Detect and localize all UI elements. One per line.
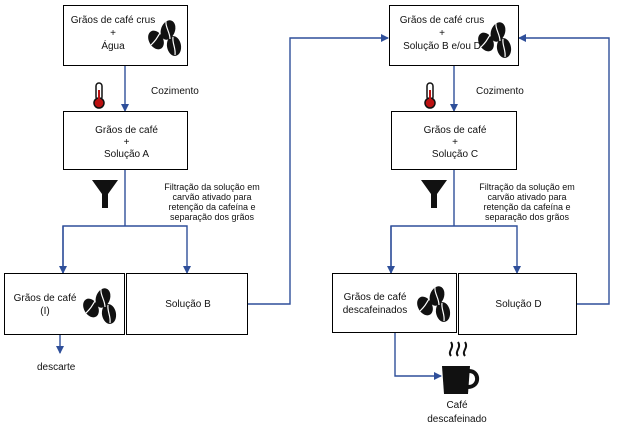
box-label: Solução C [431,149,479,160]
arrow-right-to-cup [394,333,442,380]
right-beans-solution-c-box: Grãos de café + Solução C [391,111,517,170]
thermometer-icon [424,82,436,109]
box-label: Solução D [495,299,542,310]
filter-line: separação dos grãos [484,212,570,222]
right-filter-description: Filtração da solução em carvão ativado p… [462,182,592,222]
solution-d-box: Solução D [458,273,577,335]
funnel-icon [92,180,118,208]
box-label: Grãos de café [343,292,407,303]
box-label: Grãos de café [13,293,77,304]
coffee-beans-icon [417,286,451,322]
box-label: Grãos de café crus [70,15,156,26]
filter-line: retenção da cafeína e [168,202,256,212]
funnel-icon [421,180,447,208]
arrow-solution-b-recycle [248,34,389,305]
coffee-beans-icon [83,288,117,324]
filter-line: carvão ativado para [172,192,252,202]
box-label: Solução A [103,149,150,160]
steam-icon [448,341,468,357]
plus-sign: + [452,137,458,148]
box-label: descafeinados [342,305,408,316]
left-raw-beans-water-box: Grãos de café crus + Água [63,5,188,66]
thermometer-icon [93,82,105,109]
coffee-cup-icon [442,366,480,394]
decaf-coffee-label: Café [446,400,468,411]
box-label: Grãos de café crus [399,15,485,26]
filter-line: Filtração da solução em [479,182,575,192]
coffee-beans-icon [148,20,182,56]
filter-line: separação dos grãos [169,212,255,222]
arrow-solution-d-recycle [518,34,610,305]
filter-line: carvão ativado para [487,192,567,202]
cooking-label: Cozimento [476,86,524,97]
discard-label: descarte [37,362,76,373]
box-label: Solução B [165,299,211,310]
cooking-label: Cozimento [151,86,199,97]
box-label: Solução B e/ou D [403,41,481,52]
filter-line: Filtração da solução em [164,182,260,192]
left-beans-solution-a-box: Grãos de café + Solução A [63,111,188,170]
solution-b-box: Solução B [126,273,248,335]
box-label: Grãos de café [95,125,158,136]
arrow-left-split [62,225,191,274]
decaf-beans-box: Grãos de café descafeinados [332,273,457,333]
coffee-beans-icon [478,22,512,58]
left-filter-description: Filtração da solução em carvão ativado p… [147,182,277,222]
box-label: (I) [40,306,50,317]
box-label: Água [101,41,125,52]
filter-line: retenção da cafeína e [483,202,571,212]
box-label: Grãos de café [423,125,487,136]
plus-sign: + [439,28,445,39]
arrow-right-split [390,225,521,274]
plus-sign: + [110,28,116,39]
right-raw-beans-solution-box: Grãos de café crus + Solução B e/ou D [389,5,519,66]
plus-sign: + [123,137,130,148]
decaf-coffee-label: descafeinado [427,414,487,425]
left-beans-box: Grãos de café (I) [4,273,125,335]
